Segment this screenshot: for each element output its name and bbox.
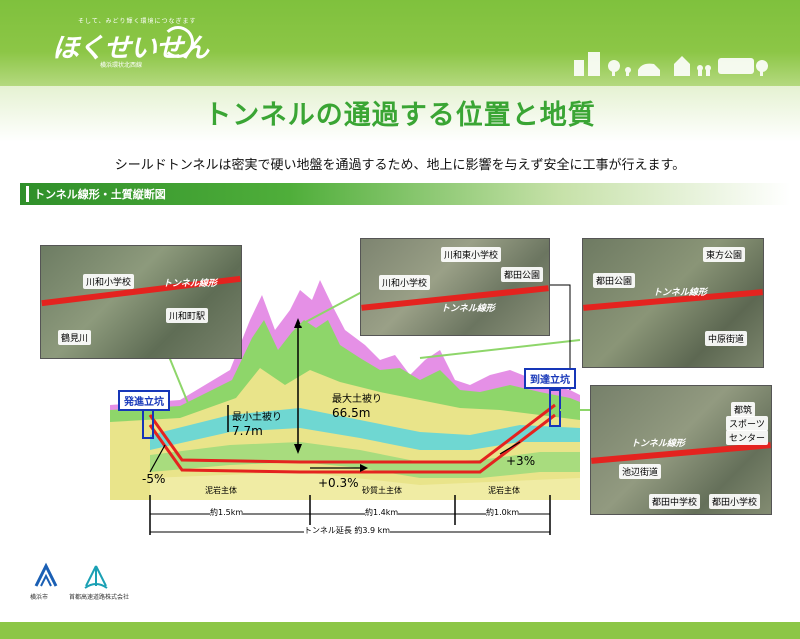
leader-line-bracket: [550, 284, 571, 390]
geology-profile-svg: [110, 280, 590, 535]
photo-label: 川和町駅: [166, 308, 209, 323]
stratum-label: 泥岩主体: [205, 486, 237, 495]
route-label: トンネル線形: [653, 288, 707, 298]
min-cover-value: 7.7m: [232, 424, 263, 438]
max-cover-value: 66.5m: [332, 406, 371, 420]
stratum-label: 泥岩主体: [488, 486, 520, 495]
stratum-label: 砂質土主体: [362, 486, 402, 495]
aerial-photo-right-top: トンネル線形 東方公園 都田公園 中原街道: [582, 238, 764, 368]
photo-label: センター: [726, 430, 769, 445]
logo-ring-icon: [162, 26, 194, 58]
route-label: トンネル線形: [631, 439, 685, 449]
ground-lower-yellow: [150, 472, 580, 500]
photo-label: 都田公園: [593, 273, 636, 288]
ground-green-band: [150, 442, 580, 478]
photo-label: 川和小学校: [83, 274, 135, 289]
min-cover-label: 最小土被り: [232, 412, 282, 423]
end-shaft-label: 到達立坑: [524, 368, 576, 389]
ground-cyan-band: [150, 408, 580, 450]
segment-length-label: 約1.0km: [486, 507, 520, 518]
tunnel-route-line-lower: [148, 413, 556, 474]
aerial-photo-center: トンネル線形 川和東小学校 都田公園 川和小学校: [360, 238, 550, 336]
start-shaft-label: 発進立坑: [118, 390, 170, 411]
aerial-photo-left: トンネル線形 川和小学校 川和町駅 鶴見川: [40, 245, 242, 359]
grade-arrow-right: [499, 441, 521, 455]
photo-label: 都田公園: [501, 267, 544, 282]
yokohama-city-logo-icon: [34, 562, 58, 587]
leader-line-right-top: [419, 339, 581, 359]
footer-bar: [0, 622, 800, 639]
total-length-label: トンネル延長 約3.9 km: [304, 525, 391, 536]
expressway-logo-icon: [84, 565, 108, 589]
section-label: トンネル線形・土質縦断図: [34, 188, 166, 201]
grade-arrow-left: [149, 444, 166, 473]
grade-right-label: +3%: [506, 454, 536, 468]
photo-label: 都田小学校: [709, 494, 761, 509]
photo-label: 中原街道: [705, 331, 748, 346]
grade-mid-label: +0.3%: [318, 476, 359, 490]
expressway-logo-text: 首都高速道路株式会社: [68, 594, 129, 601]
logo-tagline: そして、みどり輝く環境につなぎます: [78, 18, 197, 25]
title-band: [0, 86, 800, 142]
end-shaft-box: [549, 389, 561, 427]
photo-label: 都筑: [731, 402, 756, 417]
segment-length-label: 約1.4km: [365, 507, 399, 518]
max-cover-label: 最大土被り: [332, 394, 382, 405]
yokohama-logo-text: 横浜市: [30, 594, 49, 601]
page-title: トンネルの通過する位置と地質: [204, 100, 596, 131]
section-marker: [26, 186, 29, 202]
aerial-photo-right-bottom: トンネル線形 都筑 スポーツ センター 池辺街道 都田中学校 都田小学校: [590, 385, 772, 515]
town-skyline-icon: [574, 52, 768, 76]
photo-label: スポーツ: [726, 416, 768, 431]
max-cover-arrowhead-top: [294, 318, 302, 328]
photo-label: 池辺街道: [619, 464, 662, 479]
route-label: トンネル線形: [163, 279, 217, 289]
logo-subtitle: 横浜環状北西線: [100, 62, 143, 69]
tunnel-profile-diagram: トンネル線形 川和小学校 川和町駅 鶴見川 トンネル線形 川和東小学校 都田公園…: [0, 210, 800, 570]
photo-label: 都田中学校: [649, 494, 701, 509]
section-header: トンネル線形・土質縦断図: [20, 183, 790, 205]
tunnel-route-line: [148, 403, 556, 464]
photo-label: 東方公園: [703, 247, 746, 262]
segment-length-label: 約1.5km: [210, 507, 244, 518]
grade-left-label: -5%: [142, 472, 166, 486]
grade-arrow-mid-head: [360, 464, 368, 472]
photo-label: 川和小学校: [379, 275, 431, 290]
max-cover-arrowhead-bottom: [294, 444, 302, 454]
photo-label: 鶴見川: [58, 330, 92, 345]
photo-label: 川和東小学校: [441, 247, 502, 262]
route-label: トンネル線形: [441, 304, 495, 314]
page-subtitle: シールドトンネルは密実で硬い地盤を通過するため、地上に影響を与えず安全に工事が行…: [114, 158, 686, 173]
header-banner: そして、みどり輝く環境につなぎます ほくせいせん 横浜環状北西線: [0, 0, 800, 86]
